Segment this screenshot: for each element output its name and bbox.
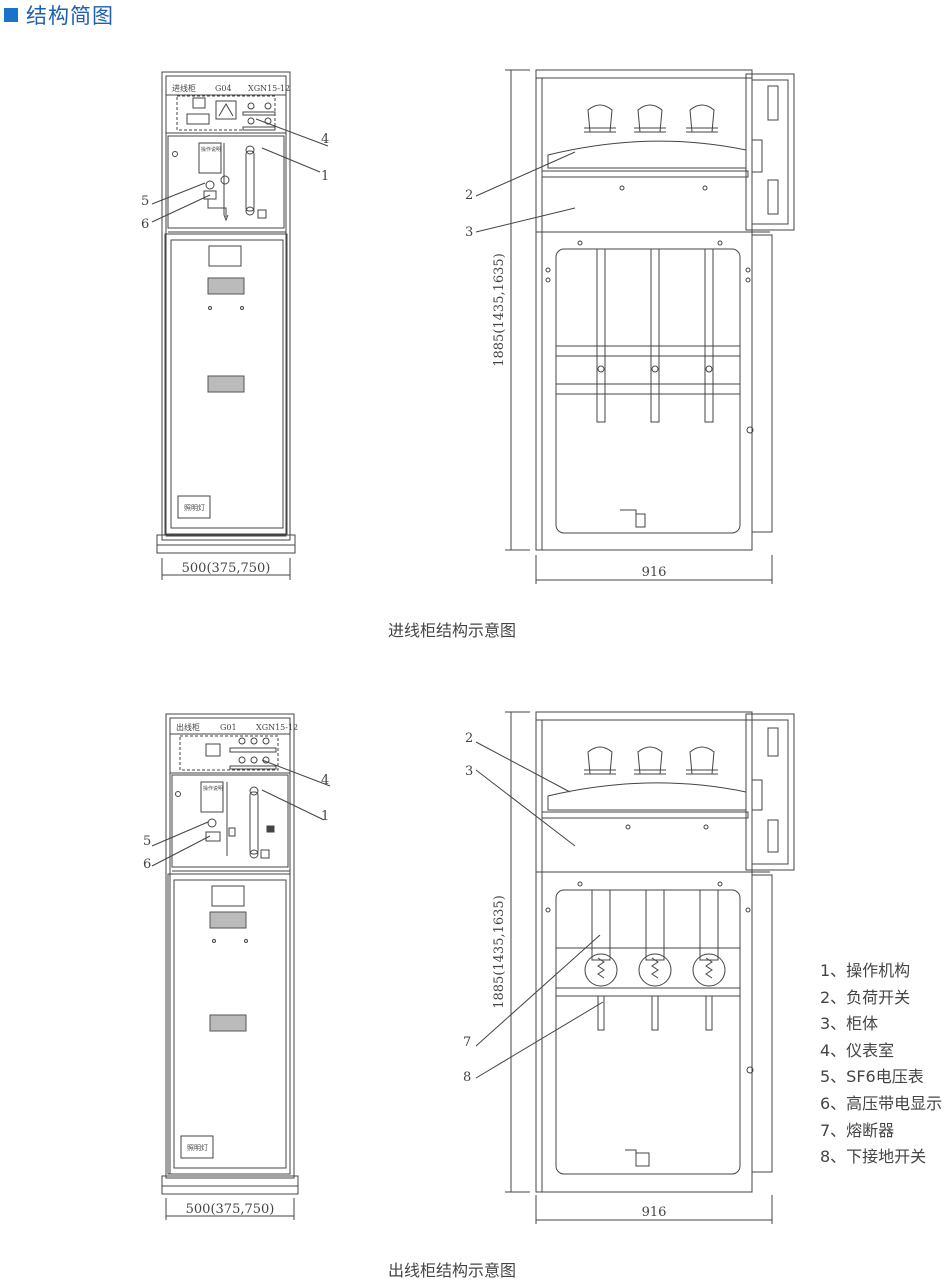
outgoing-interlock-label: 操作说明 <box>203 785 223 792</box>
incoming-depth-dim: 916 <box>642 565 667 580</box>
incoming-callout-1: 1 <box>321 169 329 184</box>
outgoing-callout-5: 5 <box>143 834 151 849</box>
outgoing-insulators <box>584 746 718 775</box>
outgoing-panel-code: G01 <box>220 723 237 732</box>
incoming-callout-5: 5 <box>141 194 149 209</box>
outgoing-leaders <box>151 741 604 1079</box>
incoming-panel-name: 进线柜 <box>172 83 196 93</box>
legend-item: 3、柜体 <box>820 1014 879 1034</box>
incoming-callout-3: 3 <box>465 225 473 240</box>
incoming-lighting-label: 照明灯 <box>184 503 205 512</box>
section-title: 结构简图 <box>26 4 114 28</box>
outgoing-panel-name: 出线柜 <box>176 722 200 732</box>
incoming-front-view <box>156 71 296 580</box>
legend-item: 6、高压带电显示 <box>820 1093 943 1113</box>
incoming-insulators <box>584 104 718 133</box>
incoming-width-dim: 500(375,750) <box>182 561 271 576</box>
incoming-model: XGN15-12 <box>248 84 290 93</box>
outgoing-front-view <box>161 713 299 1220</box>
outgoing-depth-dim: 916 <box>642 1205 667 1220</box>
outgoing-callout-3: 3 <box>465 764 473 779</box>
incoming-side-view <box>505 69 795 584</box>
outgoing-callout-1: 1 <box>321 809 329 824</box>
section-header: 结构简图 <box>0 0 400 30</box>
outgoing-model: XGN15-12 <box>256 723 298 732</box>
incoming-callout-2: 2 <box>465 188 473 203</box>
legend-item: 1、操作机构 <box>820 961 911 980</box>
legend-item: 4、仪表室 <box>820 1040 895 1060</box>
header-square-icon <box>4 8 18 22</box>
incoming-callout-4: 4 <box>321 132 329 147</box>
outgoing-callout-2: 2 <box>465 731 473 746</box>
outgoing-side-view <box>505 711 795 1224</box>
outgoing-caption: 出线柜结构示意图 <box>388 1261 517 1280</box>
legend-item: 2、负荷开关 <box>820 987 911 1007</box>
legend-item: 7、熔断器 <box>820 1120 895 1140</box>
incoming-interlock-label: 操作说明 <box>201 146 221 153</box>
legend: 1、操作机构 2、负荷开关 3、柜体 4、仪表室 5、SF6电压表 6、高压带电… <box>820 958 950 1171</box>
outgoing-lighting-label: 照明灯 <box>187 1143 208 1152</box>
incoming-height-dim: 1885(1435,1635) <box>492 253 507 367</box>
outgoing-callout-8: 8 <box>463 1070 471 1085</box>
outgoing-width-dim: 500(375,750) <box>186 1202 275 1217</box>
incoming-leaders <box>151 118 576 233</box>
legend-item: 5、SF6电压表 <box>820 1067 924 1087</box>
incoming-caption: 进线柜结构示意图 <box>388 621 517 640</box>
legend-item: 8、下接地开关 <box>820 1147 927 1167</box>
outgoing-callout-6: 6 <box>143 857 151 872</box>
incoming-callout-6: 6 <box>141 217 149 232</box>
outgoing-height-dim: 1885(1435,1635) <box>492 895 507 1009</box>
outgoing-callout-7: 7 <box>463 1035 471 1050</box>
outgoing-callout-4: 4 <box>321 773 329 788</box>
incoming-panel-code: G04 <box>215 84 232 93</box>
